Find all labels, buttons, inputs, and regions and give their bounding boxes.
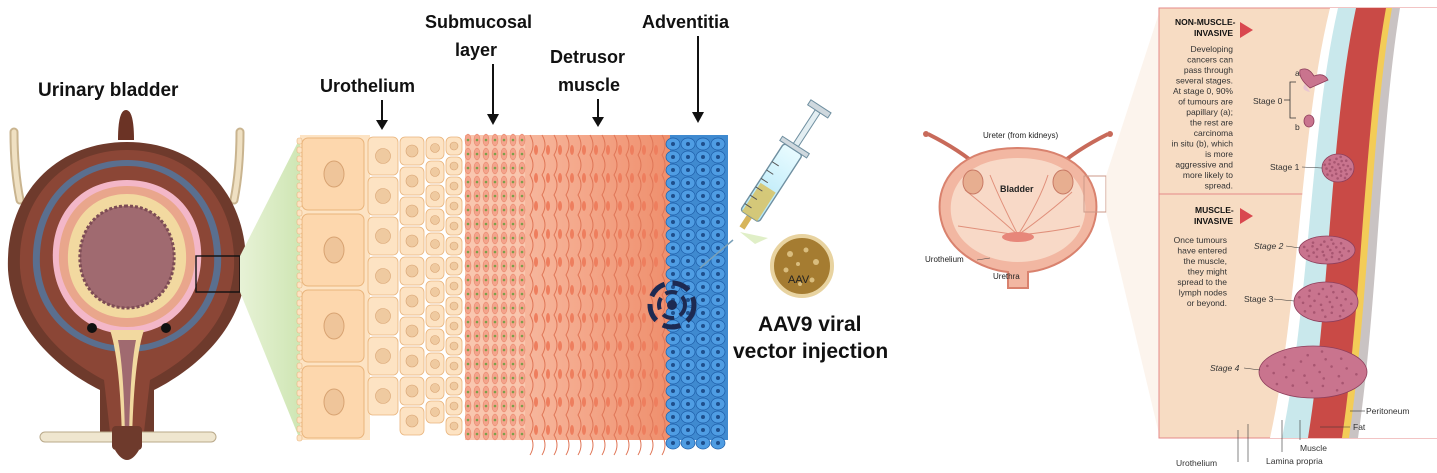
desc-line: spread. xyxy=(1205,181,1233,191)
tumour-stage0b xyxy=(1303,114,1315,128)
desc-line: Once tumours xyxy=(1174,235,1227,245)
stage1-label: Stage 1 xyxy=(1270,162,1300,172)
tumour-stage4 xyxy=(1258,345,1368,399)
stage4-label: Stage 4 xyxy=(1210,363,1240,373)
injection-ripple xyxy=(647,280,697,330)
desc-line: the muscle, xyxy=(1184,256,1227,266)
nmi-title-line2: INVASIVE xyxy=(1194,28,1233,38)
label-submucosal-layer: layer xyxy=(455,40,497,60)
desc-line: lymph nodes xyxy=(1179,288,1227,298)
zoom-cone xyxy=(240,138,300,440)
desc-line: several stages. xyxy=(1176,76,1233,86)
desc-line: spread to the xyxy=(1177,277,1227,287)
desc-line: the rest are xyxy=(1190,118,1233,128)
tumour-stage0a xyxy=(1299,68,1329,92)
stage0-a-label: a xyxy=(1295,68,1300,78)
label-submucosal: Submucosal xyxy=(425,12,532,32)
stage0-label: Stage 0 xyxy=(1253,96,1283,106)
label-fat: Fat xyxy=(1353,422,1366,432)
desc-line: carcinoma xyxy=(1194,128,1233,138)
injection-label-line1: AAV9 viral xyxy=(758,313,862,336)
label-ureter: Ureter (from kidneys) xyxy=(983,131,1058,140)
mi-title-line1: MUSCLE- xyxy=(1195,205,1234,215)
desc-line: Developing xyxy=(1190,44,1233,54)
label-urothelium-bottom: Urothelium xyxy=(1176,458,1217,468)
stage0-b-label: b xyxy=(1295,122,1300,132)
mi-title-line2: INVASIVE xyxy=(1194,216,1233,226)
label-urethra: Urethra xyxy=(993,272,1020,281)
desc-line: At stage 0, 90% xyxy=(1173,86,1233,96)
small-bladder-illustration xyxy=(923,10,1160,438)
desc-line: or beyond. xyxy=(1187,298,1227,308)
desc-line: pass through xyxy=(1184,65,1233,75)
stage2-label: Stage 2 xyxy=(1254,241,1284,251)
label-adventitia: Adventitia xyxy=(642,12,730,32)
injection-label-line2: vector injection xyxy=(733,340,888,363)
tissue-layers-block xyxy=(296,133,728,456)
desc-line: have entered xyxy=(1177,246,1227,256)
aav-badge-label: AAV xyxy=(788,274,810,286)
urinary-bladder-illustration xyxy=(7,110,247,460)
label-bladder: Bladder xyxy=(1000,184,1034,194)
desc-line: is more xyxy=(1205,149,1233,159)
label-peritoneum: Peritoneum xyxy=(1366,406,1409,416)
syringe-illustration: AAV xyxy=(699,99,834,298)
desc-line: cancers can xyxy=(1187,55,1233,65)
label-detrusor: Detrusor xyxy=(550,47,625,67)
desc-line: in situ (b), which xyxy=(1172,139,1234,149)
desc-line: papillary (a); xyxy=(1186,107,1233,117)
label-urothelium: Urothelium xyxy=(320,76,415,96)
desc-line: they might xyxy=(1188,267,1228,277)
label-lamina-propria: Lamina propria xyxy=(1266,456,1323,466)
label-detrusor-muscle: muscle xyxy=(558,75,620,95)
stage3-label: Stage 3 xyxy=(1244,294,1274,304)
desc-line: of tumours are xyxy=(1178,97,1233,107)
label-muscle: Muscle xyxy=(1300,443,1327,453)
mi-marker-triangle xyxy=(1240,208,1253,224)
urinary-bladder-title: Urinary bladder xyxy=(38,80,179,101)
desc-line: aggressive and xyxy=(1175,160,1233,170)
layer-labels: Urothelium Submucosal layer Detrusor mus… xyxy=(320,12,730,130)
nmi-marker-triangle xyxy=(1240,22,1253,38)
desc-line: more likely to xyxy=(1183,170,1233,180)
staging-panel xyxy=(1158,7,1437,462)
label-urothelium-small: Urothelium xyxy=(925,255,964,264)
nmi-title-line1: NON-MUSCLE- xyxy=(1175,17,1236,27)
